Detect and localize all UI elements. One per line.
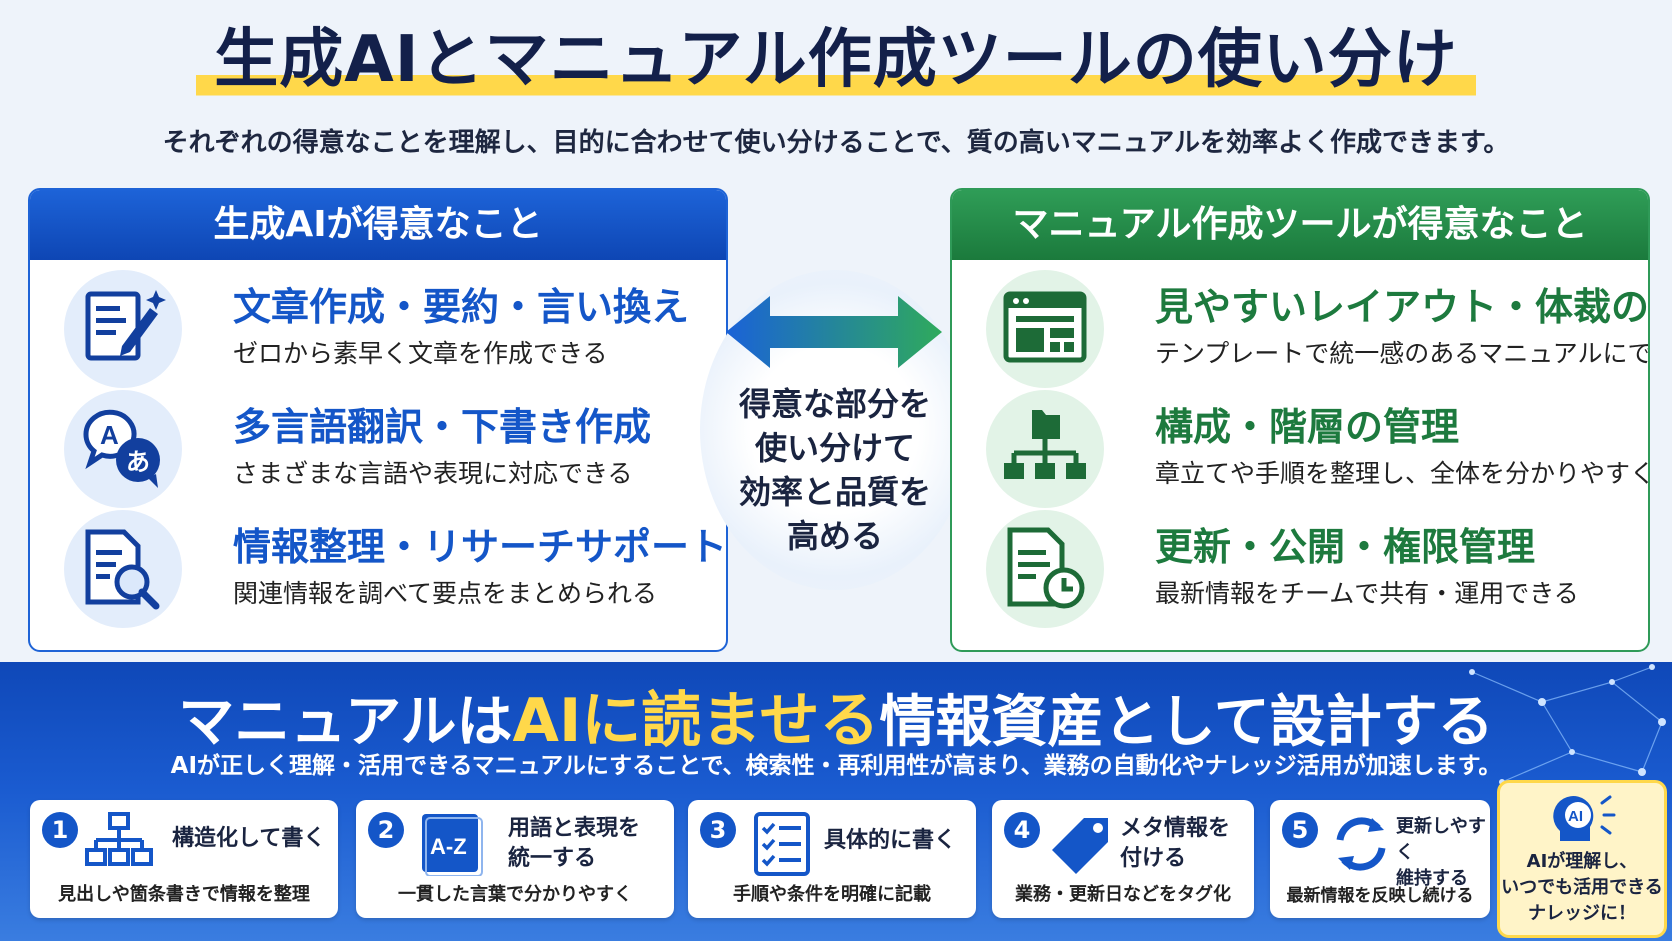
badge-line: AIが理解し、	[1526, 851, 1638, 872]
checklist-icon	[754, 812, 810, 876]
card-title: 具体的に書く	[824, 828, 957, 853]
band-title: マニュアルはAIに読ませる情報資産として設計する	[0, 672, 1672, 759]
card-title-line: 付ける	[1120, 846, 1187, 871]
tool-item-title: 更新・公開・権限管理	[1155, 525, 1536, 569]
refresh-icon	[1336, 817, 1386, 871]
page-title: 生成AIとマニュアル作成ツールの使い分け	[196, 18, 1476, 102]
ai-head-label: AI	[1568, 808, 1583, 825]
center-line: 得意な部分を	[738, 385, 931, 423]
step-number: 5	[1282, 812, 1318, 848]
ai-item-research: 情報整理・リサーチサポート 関連情報を調べて要点をまとめられる	[30, 506, 726, 628]
card-title: メタ情報を 付ける	[1120, 814, 1230, 874]
center-line: 効率と品質を	[738, 473, 931, 511]
card-desc: 最新情報を反映し続ける	[1286, 886, 1474, 906]
card-title: 更新しやすく 維持する	[1396, 814, 1490, 892]
tip-card-specific: 3 具体的に書く 手順や条件を明確に記載	[688, 800, 976, 918]
ai-item-writing: 文章作成・要約・言い換え ゼロから素早く文章を作成できる	[30, 266, 726, 388]
card-title: 構造化して書く	[172, 826, 326, 851]
ai-item-desc: さまざまな言語や表現に対応できる	[233, 459, 633, 488]
ai-item-desc: 関連情報を調べて要点をまとめられる	[233, 579, 658, 608]
tool-item-desc: 章立てや手順を整理し、全体を分かりやすく保てる	[1155, 459, 1650, 488]
card-title-line: 更新しやすく	[1396, 816, 1486, 863]
double-arrow-icon	[726, 296, 942, 368]
tip-card-terms: 2 A-Z 用語と表現を 統一する 一貫した言葉で分かりやすく	[356, 800, 674, 918]
manual-tool-heading: マニュアル作成ツールが得意なこと	[952, 190, 1648, 260]
step-number: 4	[1004, 812, 1040, 848]
tip-card-maintain: 5 更新しやすく 維持する 最新情報を反映し続ける	[1270, 800, 1490, 918]
center-line: 使い分けて	[754, 429, 915, 467]
document-search-icon	[64, 510, 182, 628]
band-title-pre: マニュアルは	[178, 690, 513, 755]
badge-line: ナレッジに！	[1528, 903, 1636, 924]
card-desc: 一貫した言葉で分かりやすく	[398, 884, 632, 905]
edit-document-icon	[64, 270, 182, 388]
tool-item-desc: 最新情報をチームで共有・運用できる	[1155, 579, 1579, 608]
tool-item-desc: テンプレートで統一感のあるマニュアルにできる	[1155, 339, 1650, 368]
a-z-label: A-Z	[430, 834, 467, 859]
tool-item-publish: 更新・公開・権限管理 最新情報をチームで共有・運用できる	[952, 506, 1648, 628]
step-number: 3	[700, 812, 736, 848]
network-decoration	[1469, 664, 1666, 785]
title-area: 生成AIとマニュアル作成ツールの使い分け	[0, 18, 1672, 102]
band-title-post: 情報資産として設計する	[879, 690, 1494, 755]
structure-icon	[85, 812, 153, 866]
page-subtitle: それぞれの得意なことを理解し、目的に合わせて使い分けることで、質の高いマニュアル…	[162, 128, 1510, 158]
svg-text:A: A	[100, 420, 119, 450]
band-subtitle: AIが正しく理解・活用できるマニュアルにすることで、検索性・再利用性が高まり、業…	[170, 753, 1502, 779]
hierarchy-icon	[986, 390, 1104, 508]
a-z-icon: A-Z	[422, 814, 483, 876]
document-clock-icon	[986, 510, 1104, 628]
manual-tool-panel: マニュアル作成ツールが得意なこと 見やすいレイアウト・体裁の整備 テンプレートで…	[950, 188, 1650, 652]
layout-window-icon	[986, 270, 1104, 388]
tip-card-structure: 1 構造化して書く 見出しや箇条書きで情報を整理	[30, 800, 338, 918]
card-desc: 見出しや箇条書きで情報を整理	[58, 884, 310, 905]
center-line: 高める	[786, 517, 883, 555]
generative-ai-panel: 生成AIが得意なこと 文章作成・要約・言い換え ゼロから素早く文章を作成できる …	[28, 188, 728, 652]
card-title-line: 維持する	[1396, 868, 1468, 889]
translate-icon: A あ	[64, 390, 182, 508]
ai-item-title: 情報整理・リサーチサポート	[233, 525, 728, 569]
card-title-line: 統一する	[508, 846, 597, 871]
band-title-highlight: AIに読ませる	[512, 686, 880, 756]
ai-item-translation: A あ 多言語翻訳・下書き作成 さまざまな言語や表現に対応できる	[30, 386, 726, 508]
card-title-line: メタ情報を	[1120, 816, 1231, 841]
tool-item-title: 見やすいレイアウト・体裁の整備	[1155, 285, 1650, 329]
tool-item-title: 構成・階層の管理	[1155, 405, 1460, 449]
ai-item-title: 多言語翻訳・下書き作成	[233, 405, 652, 449]
step-number: 1	[42, 812, 78, 848]
card-desc: 手順や条件を明確に記載	[733, 884, 931, 905]
tool-item-structure: 構成・階層の管理 章立てや手順を整理し、全体を分かりやすく保てる	[952, 386, 1648, 508]
ai-knowledge-badge: AI AIが理解し、 いつでも活用できる ナレッジに！	[1497, 780, 1667, 938]
tool-item-layout: 見やすいレイアウト・体裁の整備 テンプレートで統一感のあるマニュアルにできる	[952, 266, 1648, 388]
card-desc: 業務・更新日などをタグ化	[1015, 884, 1231, 905]
step-number: 2	[368, 812, 404, 848]
ai-item-title: 文章作成・要約・言い換え	[233, 285, 690, 329]
tip-card-meta: 4 メタ情報を 付ける 業務・更新日などをタグ化	[992, 800, 1254, 918]
ai-head-icon: AI	[1553, 795, 1616, 841]
tag-icon	[1052, 818, 1108, 874]
generative-ai-heading: 生成AIが得意なこと	[30, 190, 726, 260]
ai-item-desc: ゼロから素早く文章を作成できる	[233, 339, 608, 368]
svg-text:あ: あ	[126, 448, 150, 476]
center-message: 得意な部分を 使い分けて 効率と品質を 高める	[720, 382, 950, 558]
badge-line: いつでも活用できる	[1501, 877, 1663, 898]
card-title-line: 用語と表現を	[508, 816, 641, 841]
card-title: 用語と表現を 統一する	[508, 814, 640, 874]
badge-text: AIが理解し、 いつでも活用できる ナレッジに！	[1500, 849, 1664, 927]
